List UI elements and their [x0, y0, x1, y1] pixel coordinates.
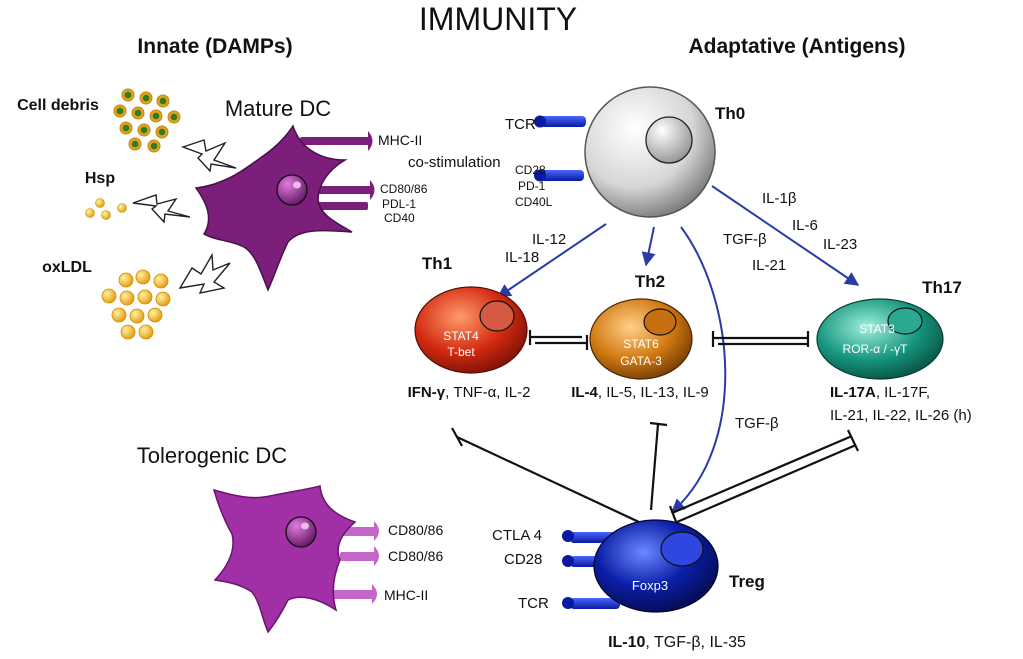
mature-dc-pdl1-label: PDL-1	[382, 197, 416, 211]
th1-cytokine-output: IFN-γ, TNF-α, IL-2	[408, 384, 531, 401]
th2-gata3: GATA-3	[620, 354, 662, 368]
th2-cytokine-output: IL-4, IL-5, IL-13, IL-9	[571, 384, 709, 401]
treg-cytokine-output: IL-10, TGF-β, IL-35	[608, 634, 746, 651]
lightning-bolt-icon	[180, 139, 237, 173]
tolerogenic-dc-label: Tolerogenic DC	[137, 443, 288, 468]
il21-label: IL-21	[752, 257, 786, 274]
th17-ror: ROR-α / -γT	[843, 342, 909, 356]
mature-dc-mhc-label: MHC-II	[378, 132, 422, 148]
cell-debris-label: Cell debris	[17, 97, 99, 114]
th2-nucleus	[643, 308, 677, 336]
cell-debris-particles	[113, 88, 181, 153]
th0-receptors	[534, 115, 586, 182]
th0-cd28-label: CD28	[515, 163, 546, 177]
lightning-bolt-icon	[178, 252, 231, 294]
diagram-title: IMMUNITY	[419, 1, 577, 37]
tol-dc-cd80-label-2: CD80/86	[388, 548, 443, 564]
tolerogenic-dc-cell	[212, 485, 357, 634]
th0-to-th17-arrow	[711, 185, 860, 286]
th17-th2-inhibition	[711, 331, 810, 347]
innate-heading: Innate (DAMPs)	[137, 35, 292, 58]
mature-dc-cell	[194, 124, 353, 292]
treg-tcr-label: TCR	[518, 595, 549, 612]
mature-dc-cd40-label: CD40	[384, 211, 415, 225]
hsp-label: Hsp	[85, 170, 115, 187]
tgfb-th17-label: TGF-β	[723, 231, 767, 248]
th0-tcr-label: TCR	[505, 116, 536, 133]
treg-inhibits-th1	[451, 427, 640, 523]
th0-label: Th0	[715, 104, 745, 123]
treg-cd28-label: CD28	[504, 551, 542, 568]
il12-label: IL-12	[532, 231, 566, 248]
hsp-particles	[85, 198, 127, 220]
treg-ctla4-label: CTLA 4	[492, 527, 542, 544]
th0-pd1-label: PD-1	[518, 179, 546, 193]
th17-treg-antagonism	[668, 429, 859, 528]
mature-dc-label: Mature DC	[225, 96, 331, 121]
th0-cd40l-label: CD40L	[515, 195, 553, 209]
il6-label: IL-6	[792, 217, 818, 234]
th0-to-th2-arrow	[641, 226, 656, 267]
th0-to-treg-arrow	[670, 226, 727, 513]
treg-cell	[593, 519, 719, 613]
treg-nucleus	[660, 531, 704, 567]
th1-tbet: T-bet	[447, 345, 475, 359]
mature-dc-nucleus	[276, 174, 308, 206]
costimulation-label: co-stimulation	[408, 154, 501, 171]
th1-nucleus	[479, 300, 515, 332]
mature-dc-receptors	[300, 131, 375, 210]
th17-label: Th17	[922, 278, 962, 297]
treg-label: Treg	[729, 572, 765, 591]
tolerogenic-dc-receptors	[322, 521, 379, 604]
oxldl-label: oxLDL	[42, 259, 92, 276]
tol-dc-cd80-label-1: CD80/86	[388, 522, 443, 538]
th2-label: Th2	[635, 272, 665, 291]
il23-label: IL-23	[823, 236, 857, 253]
il1b-label: IL-1β	[762, 190, 797, 207]
tolerogenic-dc-nucleus	[285, 516, 317, 548]
th0-nucleus	[645, 116, 693, 164]
th17-cytokine-output-1: IL-17A, IL-17F,	[830, 384, 930, 401]
th1-th2-inhibition	[528, 330, 589, 350]
th0-to-th1-arrow	[496, 223, 607, 298]
th17-cytokine-output-2: IL-21, IL-22, IL-26 (h)	[830, 407, 972, 424]
mature-dc-cd80-label: CD80/86	[380, 182, 428, 196]
il18-label: IL-18	[505, 249, 539, 266]
th2-stat6: STAT6	[623, 337, 659, 351]
th17-cell	[816, 298, 944, 380]
lightning-bolt-icon	[132, 194, 191, 224]
oxldl-particles	[101, 269, 171, 340]
tol-dc-mhc-label: MHC-II	[384, 587, 428, 603]
treg-inhibits-th2	[649, 421, 668, 511]
adaptive-heading: Adaptative (Antigens)	[688, 35, 905, 58]
th1-label: Th1	[422, 254, 452, 273]
th1-stat4: STAT4	[443, 329, 479, 343]
th17-stat3: STAT3	[859, 322, 895, 336]
th17-nucleus	[887, 307, 923, 335]
treg-foxp3: Foxp3	[632, 578, 668, 593]
tgfb-treg-label: TGF-β	[735, 415, 779, 432]
